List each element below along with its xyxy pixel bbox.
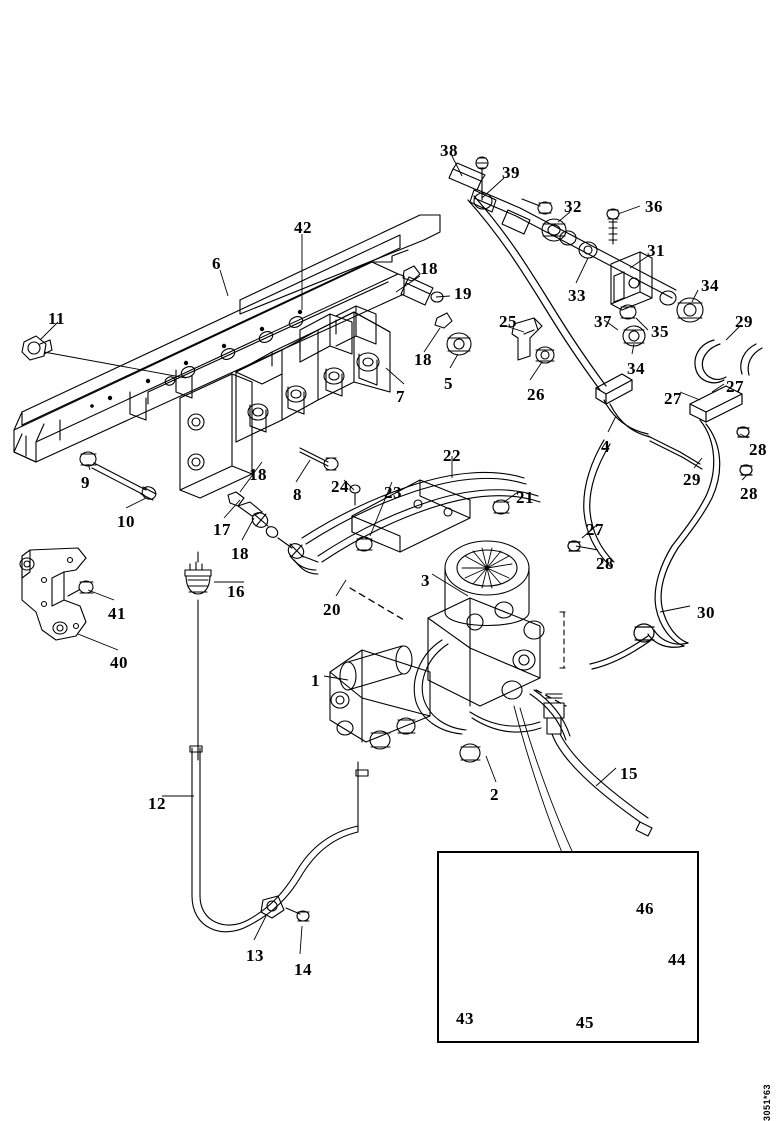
callout-33: 33 [568,286,586,305]
callout-7: 7 [396,387,405,406]
callout-36: 36 [645,197,663,216]
callout-2: 2 [490,785,499,804]
callout-18: 18 [414,350,432,369]
callout-10: 10 [117,512,135,531]
callout-11: 11 [48,309,66,328]
callout-1: 1 [311,671,320,690]
callout-28: 28 [740,484,758,503]
callout-19: 19 [454,284,472,303]
callout-35: 35 [651,322,669,341]
callout-30: 30 [697,603,715,622]
callout-27: 27 [664,389,682,408]
callout-17: 17 [213,520,231,539]
callout-40: 40 [110,653,128,672]
callout-27: 27 [726,377,744,396]
callout-21: 21 [516,488,534,507]
callout-6: 6 [212,254,221,273]
callout-12: 12 [148,794,166,813]
callout-29: 29 [735,312,753,331]
tie-bolt-9-10 [79,451,157,501]
callout-42: 42 [294,218,312,237]
hydraulic-tube-loops [467,195,763,670]
hose-15 [513,693,653,865]
callout-26: 26 [527,385,545,404]
callout-37: 37 [594,312,612,331]
fitting-11 [21,335,53,361]
steering-pump-assembly [329,540,571,763]
callout-27: 27 [586,520,604,539]
drawing-reference-code: 3051*63 [762,1084,772,1121]
callout-46: 46 [636,899,654,918]
callout-24: 24 [331,477,349,496]
fitting-chain-17-18 [227,491,319,563]
callout-34: 34 [701,276,719,295]
callout-31: 31 [647,241,665,260]
callout-39: 39 [502,163,520,182]
callout-28: 28 [749,440,767,459]
callout-45: 45 [576,1013,594,1032]
callout-8: 8 [293,485,302,504]
callout-25: 25 [499,312,517,331]
callout-44: 44 [668,950,686,969]
callout-18: 18 [249,465,267,484]
long-u-hose [189,745,369,933]
fittings-5-18-19 [400,265,555,364]
callout-43: 43 [456,1009,474,1028]
strainer-16 [184,551,212,761]
callout-23: 23 [384,483,402,502]
callout-34: 34 [627,359,645,378]
callout-38: 38 [440,141,458,160]
callout-41: 41 [108,604,126,623]
callout-18: 18 [231,544,249,563]
valve-block-stack [179,305,391,499]
bracket-40 [19,547,94,641]
upper-linkage [448,156,704,347]
callout-32: 32 [564,197,582,216]
callout-4: 4 [601,437,610,456]
tube-set-22 [289,471,541,575]
callout-18: 18 [420,259,438,278]
callout-9: 9 [81,473,90,492]
callout-29: 29 [683,470,701,489]
callout-14: 14 [294,960,312,979]
callout-15: 15 [620,764,638,783]
frame-beam [13,214,441,463]
callout-16: 16 [227,582,245,601]
callout-22: 22 [443,446,461,465]
callout-3: 3 [421,571,430,590]
callout-28: 28 [596,554,614,573]
detail-inset-box [437,851,699,1043]
callout-13: 13 [246,946,264,965]
callout-20: 20 [323,600,341,619]
callout-5: 5 [444,374,453,393]
